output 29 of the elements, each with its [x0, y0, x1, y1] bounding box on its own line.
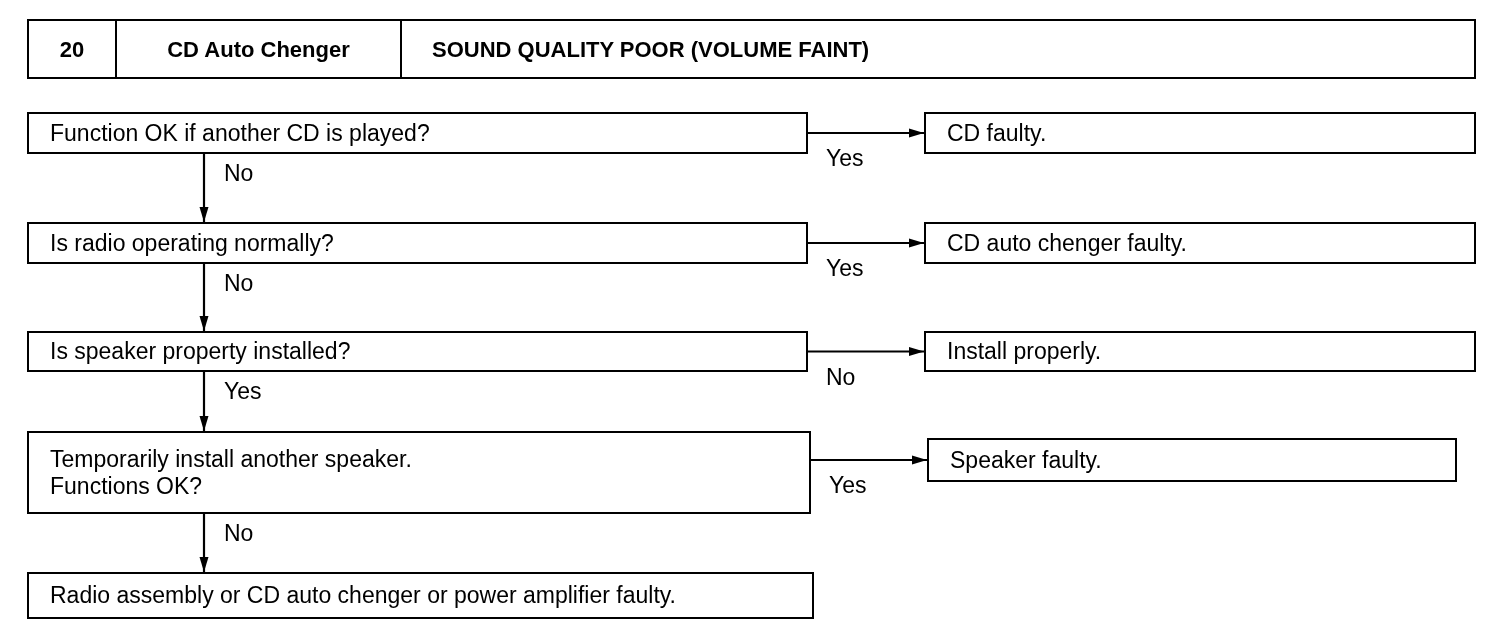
box-text: Install properly.: [947, 338, 1102, 365]
box-text: CD auto chenger faulty.: [947, 229, 1187, 257]
box-text: Function OK if another CD is played?: [50, 119, 430, 147]
box-text: Is speaker property installed?: [50, 338, 351, 365]
question-box: [27, 222, 808, 264]
question-box: [27, 431, 811, 514]
result-box: [27, 572, 814, 619]
arrow: [808, 238, 924, 248]
arrow: [199, 154, 209, 222]
box-text: Radio assembly or CD auto chenger or power amplifier faulty.: [50, 582, 676, 609]
box-text: Is radio operating normally?: [50, 229, 334, 257]
result-box: [924, 331, 1476, 372]
result-box: [924, 222, 1476, 264]
symptom-title: SOUND QUALITY POOR (VOLUME FAINT): [432, 35, 870, 64]
arrow: [808, 128, 924, 138]
arrow: [811, 455, 927, 465]
section-number: 20: [59, 35, 85, 64]
box-text: Temporarily install another speaker. Functions OK?: [50, 446, 413, 499]
question-box: [27, 331, 808, 372]
arrow: [808, 347, 924, 356]
result-box: [924, 112, 1476, 154]
box-text: Speaker faulty.: [950, 446, 1102, 474]
arrow: [199, 372, 209, 431]
result-box: [927, 438, 1457, 482]
arrow: [199, 264, 209, 331]
box-text: CD faulty.: [947, 119, 1047, 147]
question-box: [27, 112, 808, 154]
arrow: [199, 514, 209, 572]
component-name: CD Auto Chenger: [167, 35, 350, 64]
